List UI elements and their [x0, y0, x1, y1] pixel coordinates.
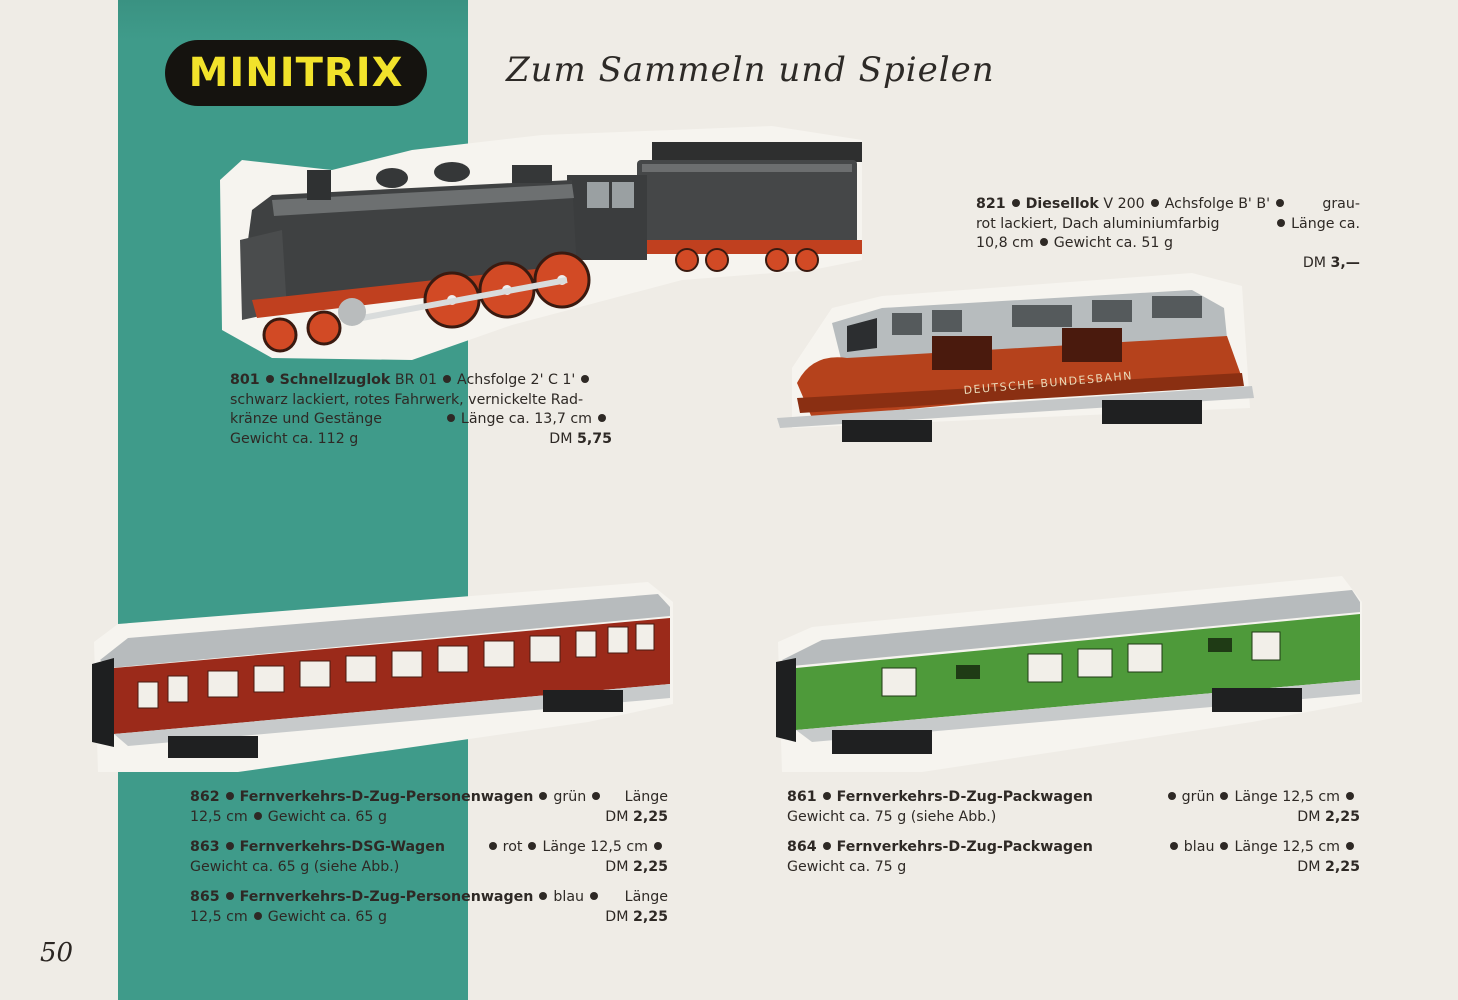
length-spec: Länge ca.: [1291, 215, 1360, 232]
bullet-icon: [1167, 792, 1176, 800]
weight-spec: Gewicht ca. 51 g: [1053, 235, 1173, 251]
price: DM 3,—: [1302, 254, 1360, 271]
bullet-icon: [1150, 199, 1159, 207]
green-baggage-car-image: [776, 576, 1362, 772]
bullet-icon: [1346, 792, 1354, 800]
bullet-icon: [253, 811, 262, 820]
weight-spec: Gewicht ca. 112 g: [230, 430, 359, 447]
bullet-icon: [1346, 842, 1354, 850]
product-number: 862: [190, 789, 220, 805]
bullet-icon: [488, 842, 497, 850]
product-number: 865: [190, 889, 220, 905]
product-861-description: 861 Fernverkehrs-D-Zug-Packwagen grün Länge…: [787, 788, 1360, 827]
bullet-icon: [590, 892, 599, 900]
bullet-icon: [592, 792, 601, 800]
description-line: rot lackiert, Dach aluminiumfarbig: [976, 215, 1220, 232]
steam-locomotive-image: [220, 126, 862, 360]
product-name: Fernverkehrs-D-Zug-Personenwagen: [239, 889, 534, 905]
product-864-description: 864 Fernverkehrs-D-Zug-Packwagen blau Länge…: [787, 838, 1360, 877]
color-spec: grün: [1181, 789, 1215, 805]
color-spec: rot: [502, 839, 523, 855]
bullet-icon: [822, 842, 831, 850]
length-spec: Länge ca. 13,7 cm: [460, 411, 592, 427]
length-spec: Länge: [624, 789, 668, 805]
bullet-icon: [581, 375, 590, 383]
diesel-locomotive-image: DEUTSCHE BUNDESBAHN: [777, 273, 1254, 442]
product-number: 801: [230, 372, 260, 388]
length-value: 12,5 cm: [190, 808, 248, 825]
length-spec: Länge: [624, 889, 668, 905]
product-number: 861: [787, 789, 817, 805]
product-number: 863: [190, 839, 220, 855]
axle-arrangement: Achsfolge 2' C 1': [457, 372, 576, 388]
bullet-icon: [1275, 199, 1284, 207]
bullet-icon: [598, 414, 606, 422]
product-name: Fernverkehrs-D-Zug-Personenwagen: [239, 789, 534, 805]
bullet-icon: [1220, 792, 1229, 800]
price: DM 2,25: [1297, 858, 1360, 875]
product-name: Fernverkehrs-D-Zug-Packwagen: [836, 839, 1093, 855]
weight-spec: Gewicht ca. 65 g (siehe Abb.): [190, 858, 400, 875]
product-863-description: 863 Fernverkehrs-DSG-Wagen rot Länge 12,5 c…: [190, 838, 668, 877]
bullet-icon: [1220, 842, 1229, 850]
teal-band-top: [118, 0, 468, 40]
bullet-icon: [1011, 199, 1020, 207]
bullet-icon: [528, 842, 537, 850]
bullet-icon: [1169, 842, 1178, 850]
bullet-icon: [446, 414, 455, 422]
weight-spec: Gewicht ca. 65 g: [267, 808, 387, 825]
axle-arrangement: Achsfolge B' B': [1164, 196, 1270, 212]
bullet-icon: [225, 842, 234, 850]
bullet-icon: [1039, 238, 1048, 246]
weight-spec: Gewicht ca. 75 g: [787, 858, 907, 875]
price: DM 2,25: [605, 908, 668, 925]
bullet-icon: [1277, 218, 1286, 227]
weight-spec: Gewicht ca. 75 g (siehe Abb.): [787, 808, 997, 825]
minitrix-logo: MINITRIX: [165, 40, 427, 106]
color-spec: grün: [553, 789, 587, 805]
weight-spec: Gewicht ca. 65 g: [267, 908, 387, 925]
bullet-icon: [654, 842, 662, 850]
description-line: schwarz lackiert, rotes Fahrwerk, vernic…: [230, 391, 584, 408]
product-name: Schnellzuglok: [279, 372, 391, 388]
price: DM 2,25: [605, 858, 668, 875]
length-spec: Länge 12,5 cm: [1234, 789, 1340, 805]
price: DM 2,25: [1297, 808, 1360, 825]
brand-text: MINITRIX: [188, 50, 404, 96]
bullet-icon: [253, 911, 262, 920]
description-line: kränze und Gestänge: [230, 411, 383, 427]
length-value: 10,8 cm: [976, 235, 1034, 251]
product-name: Fernverkehrs-DSG-Wagen: [239, 839, 445, 855]
bullet-icon: [443, 375, 452, 383]
product-name: Diesellok: [1025, 196, 1099, 212]
length-spec: Länge 12,5 cm: [542, 839, 648, 855]
color-spec: blau: [553, 889, 585, 905]
model-designation: V 200: [1103, 196, 1145, 212]
bullet-icon: [539, 792, 548, 800]
page-number: 50: [40, 938, 74, 968]
bullet-icon: [539, 892, 548, 900]
bullet-icon: [225, 792, 234, 800]
model-designation: BR 01: [394, 372, 438, 388]
bullet-icon: [225, 892, 234, 900]
red-coach-image: [92, 582, 673, 772]
color-spec: blau: [1183, 839, 1215, 855]
bullet-icon: [265, 375, 274, 383]
description-line: grau-: [1322, 196, 1360, 212]
product-number: 864: [787, 839, 817, 855]
length-value: 12,5 cm: [190, 908, 248, 925]
product-821-description: 821 Diesellok V 200 Achsfolge B' B' grau- r…: [976, 195, 1360, 273]
bullet-icon: [822, 792, 831, 800]
price: DM 5,75: [549, 430, 612, 447]
length-spec: Länge 12,5 cm: [1234, 839, 1340, 855]
product-number: 821: [976, 196, 1006, 212]
product-865-description: 865 Fernverkehrs-D-Zug-Personenwagen blau L…: [190, 888, 668, 927]
tagline: Zum Sammeln und Spielen: [506, 50, 995, 90]
product-name: Fernverkehrs-D-Zug-Packwagen: [836, 789, 1093, 805]
product-862-description: 862 Fernverkehrs-D-Zug-Personenwagen grün L…: [190, 788, 668, 827]
price: DM 2,25: [605, 808, 668, 825]
